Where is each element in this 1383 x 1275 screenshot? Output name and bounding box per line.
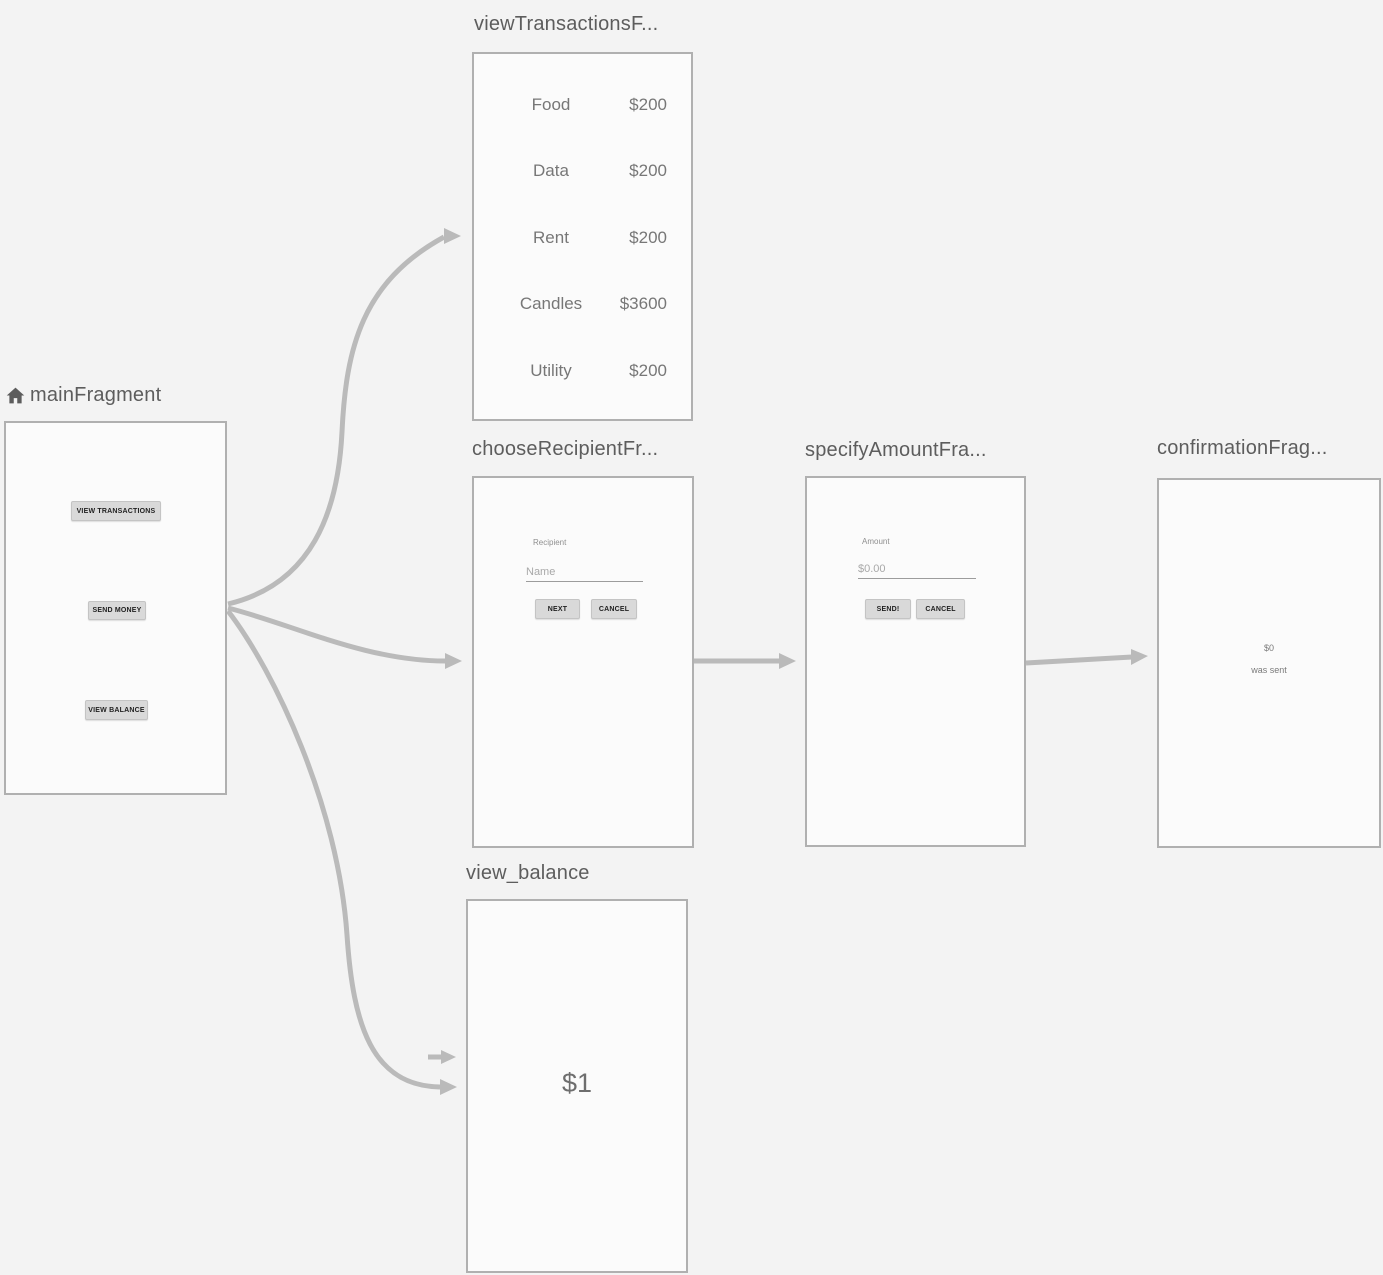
preview-send-button: SEND! [865,599,911,619]
transaction-amount: $200 [629,361,667,380]
action-arrow-main-to-view-balance[interactable] [226,609,457,1095]
preview-cancel-button: CANCEL [916,599,965,619]
transaction-label: Rent [533,228,569,247]
action-arrow-choose-recipient-to-specify-amount[interactable] [694,653,796,669]
view-transactions-fragment-title: viewTransactionsF... [474,13,659,35]
choose-recipient-fragment-title: chooseRecipientFr... [472,438,659,460]
balance-amount-text: $1 [561,1068,593,1098]
amount-field-label: Amount [862,537,890,546]
action-arrow-main-to-view-transactions[interactable] [227,228,461,607]
action-arrow-specify-amount-to-confirmation[interactable] [1025,649,1148,666]
specify-amount-fragment-title: specifyAmountFra... [805,439,987,461]
view-balance-fragment-title: view_balance [466,862,590,884]
confirmation-fragment-title: confirmationFrag... [1157,437,1328,459]
transaction-row: Utility $200 [474,361,691,383]
preview-cancel-button: CANCEL [591,599,637,619]
main-fragment-card[interactable]: VIEW TRANSACTIONS SEND MONEY VIEW BALANC… [4,421,227,795]
action-arrow-stub-to-view-balance[interactable] [428,1050,456,1064]
view-transactions-fragment-card[interactable]: Food $200 Data $200 Rent $200 Candles $3… [472,52,693,421]
choose-recipient-fragment-card[interactable]: Recipient Name NEXT CANCEL [472,476,694,848]
transaction-row: Rent $200 [474,228,691,250]
confirmation-amount-text: $0 [1263,643,1274,653]
view-balance-fragment-card[interactable]: $1 [466,899,688,1273]
transaction-label: Candles [519,294,583,313]
preview-next-button: NEXT [535,599,580,619]
transaction-amount: $200 [629,161,667,180]
transaction-label: Data [533,161,569,180]
main-fragment-title-label: mainFragment [30,384,162,406]
amount-input: $0.00 [858,561,976,579]
action-arrow-main-to-choose-recipient[interactable] [227,605,462,669]
preview-view-transactions-button: VIEW TRANSACTIONS [71,501,161,521]
transaction-amount: $200 [629,95,667,114]
transaction-amount: $3600 [619,294,667,313]
main-fragment-title: mainFragment [5,384,161,407]
transaction-amount: $200 [629,228,667,247]
transaction-row: Data $200 [474,161,691,183]
transaction-label: Utility [530,361,572,380]
confirmation-fragment-card[interactable]: $0 was sent [1157,478,1381,848]
preview-send-money-button: SEND MONEY [88,601,146,620]
confirmation-message-text: was sent [1251,665,1287,675]
transaction-label: Food [531,95,571,114]
home-icon [5,385,26,406]
recipient-name-input: Name [526,564,643,582]
recipient-field-label: Recipient [533,538,567,547]
transaction-row: Food $200 [474,95,691,117]
transaction-row: Candles $3600 [474,294,691,316]
preview-view-balance-button: VIEW BALANCE [85,700,148,720]
specify-amount-fragment-card[interactable]: Amount $0.00 SEND! CANCEL [805,476,1026,847]
